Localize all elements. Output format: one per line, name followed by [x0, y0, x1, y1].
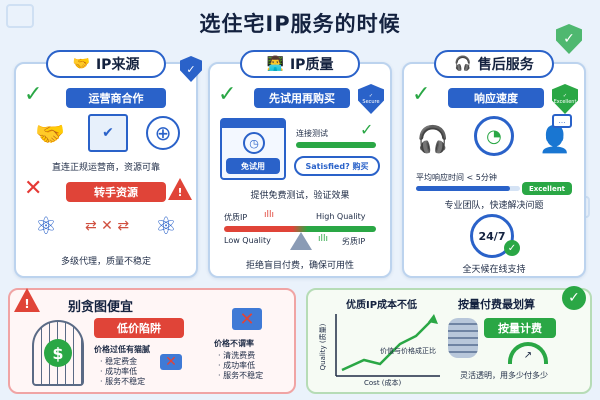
shield-text: Excellent: [553, 99, 577, 105]
check-icon: ✓: [412, 82, 431, 107]
bad-source-caption: 多级代理，质量不稳定: [60, 257, 151, 267]
check-circle-icon: ✓: [504, 240, 520, 256]
price-tag-cross-icon: ✕: [232, 308, 262, 330]
check-circle-icon: ✓: [562, 286, 586, 310]
panel-ip-source: 🤝 IP来源 ✓ ✓ 运营商合作 🤝 ✔ ⊕ 直连正规运营商，资源可靠 ✕ 转手…: [14, 50, 202, 278]
page-title: 选住宅IP服务的时候: [199, 12, 401, 36]
connect-progress-fill: [296, 142, 376, 148]
response-progress-fill: [416, 186, 510, 191]
trap-heading: 价格过低有猫腻: [94, 345, 150, 354]
excellent-tag: Excellent: [522, 182, 572, 195]
check-icon: ✓: [360, 120, 374, 139]
good-source-label: 运营商合作: [66, 88, 166, 108]
trial-caption: 提供免费测试，验证效果: [250, 191, 350, 201]
panel-header: 🎧 售后服务: [434, 50, 554, 78]
excellent-shield-icon: ✓Excellent: [552, 84, 578, 114]
check-icon: ✓: [218, 82, 237, 107]
birdcage-dollar-icon: $: [32, 320, 84, 386]
cross-icon: ✕: [24, 176, 43, 201]
bad-source-label: 转手资源: [66, 182, 166, 202]
panel-header: 👨‍💻 IP质量: [240, 50, 360, 78]
quality-low-en: Low Quality: [224, 236, 271, 245]
network-node-icon: ⚛: [155, 212, 177, 240]
dollar-icon: $: [44, 339, 72, 367]
trend-line: [341, 317, 435, 372]
handshake-icon: 🤝: [72, 56, 90, 72]
low-price-trap-label: 低价陷阱: [94, 318, 184, 338]
trap-item-1: · 稳定费金: [100, 357, 138, 366]
support-agent-icon: 🎧: [416, 125, 450, 155]
unknown-item-3: · 服务不稳定: [218, 371, 264, 380]
billing-title: 按量付费最划算: [458, 298, 535, 311]
quality-good-cn: 优质IP: [224, 213, 248, 222]
trap-item-2: · 成功率低: [100, 367, 138, 376]
panel-dont-be-cheap: ! 别贪图便宜 $ 低价陷阱 价格过低有猫腻 · 稳定费金 · 成功率低 · 服…: [8, 288, 296, 394]
quality-caption: 拒绝盲目付费，确保可用性: [245, 261, 354, 271]
connect-test-label: 连接测试: [296, 129, 328, 138]
gauge-icon: ↗: [508, 342, 548, 364]
proxy-chain-icon: ⇄ ✕ ⇄: [84, 218, 130, 234]
clock-247-text: 24/7: [478, 229, 506, 243]
signal-good-icon: ıllı: [264, 210, 275, 220]
browser-titlebar: [222, 120, 284, 128]
customer-icon: 👤: [538, 125, 572, 155]
handshake-icon: 🤝: [35, 120, 65, 148]
coin-stack-icon: [448, 318, 478, 358]
team-caption: 专业团队，快速解决问题: [444, 201, 544, 211]
x-axis-label: Cost (成本): [364, 379, 402, 387]
clock-icon: ◷: [243, 132, 265, 154]
support-agent-icon: 🎧: [454, 56, 472, 72]
decor-chip-top-left: [6, 4, 34, 28]
unknown-item-2: · 成功率低: [218, 361, 256, 370]
panel-header-label: IP来源: [95, 57, 140, 73]
panel-pay-as-you-go: 优质IP成本不低 Quality (质量) Cost (成本) 价值与价格成正比…: [306, 286, 592, 394]
stopwatch-icon: ◔: [474, 116, 514, 156]
quality-bad-cn: 劣质IP: [342, 237, 366, 246]
response-progress-bar: [416, 186, 520, 191]
quality-good-en: High Quality: [316, 212, 366, 221]
shield-check-icon: ✓: [180, 56, 202, 82]
billing-caption: 灵活透明，用多少付多少: [460, 371, 548, 380]
trial-label: 先试用再购买: [254, 88, 350, 108]
balance-beam: [224, 226, 376, 232]
panel-header-label: IP质量: [289, 57, 334, 73]
speed-label: 响应速度: [448, 88, 544, 108]
unknown-item-1: · 清洗费费: [218, 351, 256, 360]
connect-progress-bar: [296, 142, 376, 148]
balance-fulcrum-icon: [290, 232, 312, 250]
dont-be-cheap-title: 别贪图便宜: [68, 300, 134, 315]
warning-icon: !: [14, 288, 40, 312]
trend-arrow-head: [428, 314, 438, 324]
quality-cost-chart-title: 优质IP成本不低: [346, 300, 418, 311]
signal-bad-icon: ıllı: [318, 234, 329, 244]
secure-shield-icon: ✓Secure: [358, 84, 384, 114]
billing-label: 按量计费: [484, 318, 556, 338]
trap-item-3: · 服务不稳定: [100, 377, 146, 386]
panel-header: 🤝 IP来源: [46, 50, 166, 78]
good-source-caption: 直连正规运营商，资源可靠: [51, 163, 160, 173]
person-at-computer-icon: 👨‍💻: [266, 56, 284, 72]
y-axis-label: Quality (质量): [319, 323, 327, 371]
chat-bubble-icon: …: [552, 114, 572, 128]
value-price-note: 价值与价格成正比: [380, 347, 436, 355]
price-tag-cross-icon: ✕: [160, 354, 182, 370]
satisfied-buy-button[interactable]: Satisfied? 购买: [294, 156, 380, 176]
panel-ip-quality: 👨‍💻 IP质量 ✓ 先试用再购买 ✓Secure ◷ 免试用 连接测试 ✓ S…: [208, 50, 392, 278]
shield-text: Secure: [362, 99, 380, 105]
certificate-icon: ✔: [88, 114, 128, 152]
online-caption: 全天候在线支持: [462, 265, 526, 275]
panel-header-label: 售后服务: [477, 57, 534, 73]
trial-button[interactable]: 免试用: [226, 158, 280, 174]
response-time-text: 平均响应时间 < 5分钟: [416, 173, 497, 182]
panel-after-sales: 🎧 售后服务 ✓ 响应速度 ✓Excellent 🎧 ◔ 👤 … 平均响应时间 …: [402, 50, 586, 278]
globe-icon: ⊕: [146, 116, 180, 150]
network-node-icon: ⚛: [35, 212, 57, 240]
check-icon: ✓: [24, 82, 43, 107]
quality-cost-chart: [335, 314, 440, 377]
browser-window: ◷ 免试用: [220, 118, 286, 180]
warning-icon: !: [168, 178, 192, 200]
unknown-heading: 价格不谓率: [214, 339, 254, 348]
